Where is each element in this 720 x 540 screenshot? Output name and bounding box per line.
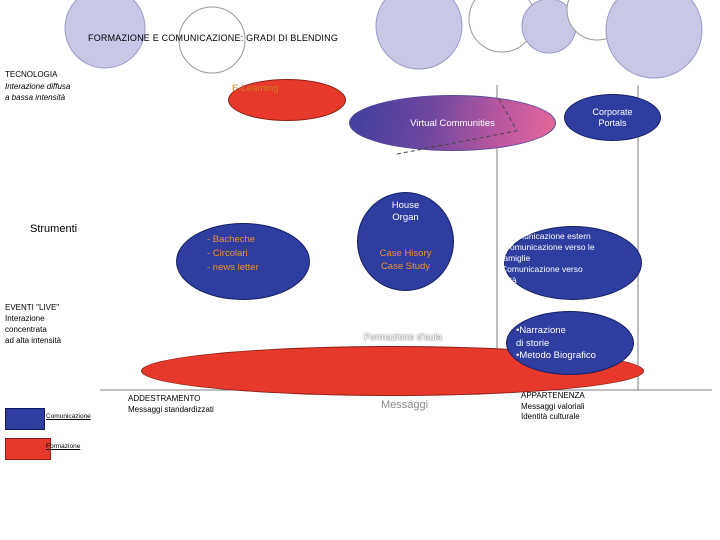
e-learning-label: E-Learning: [232, 83, 279, 94]
formazione-aula-label: Formazione d'aula: [364, 332, 442, 343]
bacheche-line-1: - Bacheche: [207, 234, 256, 245]
bacheche-line-3: - news letter: [207, 262, 259, 273]
label-appartenenza: APPARTENENZA Messaggi valoriali Identità…: [521, 391, 585, 423]
eventi-live-title: EVENTI "LIVE": [5, 303, 60, 312]
house-organ-label: House Organ: [358, 200, 453, 224]
decorative-circle-outline: [468, 0, 536, 53]
label-strumenti: Strumenti: [30, 223, 78, 235]
ellipse-comunicazione-esterna: [504, 226, 642, 300]
ellipse-bacheche: - Bacheche - Circolari - news letter: [176, 223, 310, 300]
ellipse-virtual-communities: Virtual Communities: [349, 95, 556, 151]
bacheche-text: - Bacheche - Circolari - news letter: [207, 233, 259, 275]
narrazione-line-2: di storie: [516, 337, 550, 349]
label-addestramento: ADDESTRAMENTO Messaggi standardizzati: [128, 393, 214, 415]
comunicazione-line-2: -Comunicazione verso le: [501, 242, 595, 252]
appartenenza-title: APPARTENENZA: [521, 391, 585, 400]
decorative-circle-outline: [566, 0, 628, 41]
legend-label-comunicazione: Comunicazione: [46, 413, 91, 420]
legend-swatch-formazione: [5, 438, 51, 460]
narrazione-line-1: •Narrazione: [516, 325, 566, 336]
decorative-circle: [375, 0, 463, 70]
case-history-line-1: Case Hisory: [379, 248, 432, 259]
label-eventi-live: EVENTI "LIVE" Interazione concentrata ad…: [5, 302, 61, 346]
tecnologia-title: TECNOLOGIA: [5, 70, 58, 79]
case-history-line-2: Case Study: [380, 261, 431, 272]
comunicazione-line-4: Comunicazione verso: [501, 264, 583, 274]
appartenenza-line-3: Identità culturale: [521, 412, 580, 421]
narrazione-text: •Narrazione di storie •Metodo Biografico: [516, 325, 596, 363]
corporate-portals-line-2: Portals: [598, 117, 627, 128]
eventi-live-line-2: Interazione: [5, 314, 45, 323]
house-organ-line-2: Organ: [392, 212, 419, 223]
case-history-label: Case Hisory Case Study: [358, 247, 453, 273]
comunicazione-line-5: …tà: [501, 275, 517, 285]
ellipse-e-learning: [228, 79, 346, 121]
addestramento-title: ADDESTRAMENTO: [128, 394, 201, 403]
tecnologia-subtitle-1: Interazione diffusa: [5, 81, 71, 91]
bacheche-line-2: - Circolari: [207, 248, 248, 259]
ellipse-corporate-portals: Corporate Portals: [564, 94, 661, 141]
legend-label-formazione: Formazione: [46, 443, 81, 450]
eventi-live-line-3: concentrata: [5, 325, 47, 334]
decorative-circle: [605, 0, 703, 79]
comunicazione-line-1: - Comunicazione estern: [501, 231, 591, 241]
addestramento-subtitle: Messaggi standardizzati: [128, 405, 214, 414]
legend-swatch-comunicazione: [5, 408, 45, 430]
comunicazione-esterna-text: - Comunicazione estern -Comunicazione ve…: [501, 231, 651, 286]
house-organ-line-1: House: [391, 200, 420, 211]
decorative-circle: [521, 0, 577, 54]
corporate-portals-line-1: Corporate: [592, 106, 633, 117]
appartenenza-line-2: Messaggi valoriali: [521, 401, 585, 411]
label-messaggi: Messaggi: [381, 399, 429, 411]
virtual-communities-label: Virtual Communities: [410, 117, 495, 129]
ellipse-narrazione: •Narrazione di storie •Metodo Biografico: [506, 311, 634, 375]
tecnologia-subtitle-2: a bassa intensità: [5, 93, 66, 102]
narrazione-line-3: •Metodo Biografico: [516, 350, 596, 361]
comunicazione-line-3: famiglie: [501, 253, 531, 263]
slide-title: FORMAZIONE E COMUNICAZIONE: GRADI DI BLE…: [88, 33, 339, 43]
eventi-live-line-4: ad alta intensità: [5, 336, 62, 345]
label-tecnologia: TECNOLOGIA Interazione diffusa a bassa i…: [5, 69, 70, 104]
ellipse-house-organ: House Organ Case Hisory Case Study: [357, 192, 454, 291]
